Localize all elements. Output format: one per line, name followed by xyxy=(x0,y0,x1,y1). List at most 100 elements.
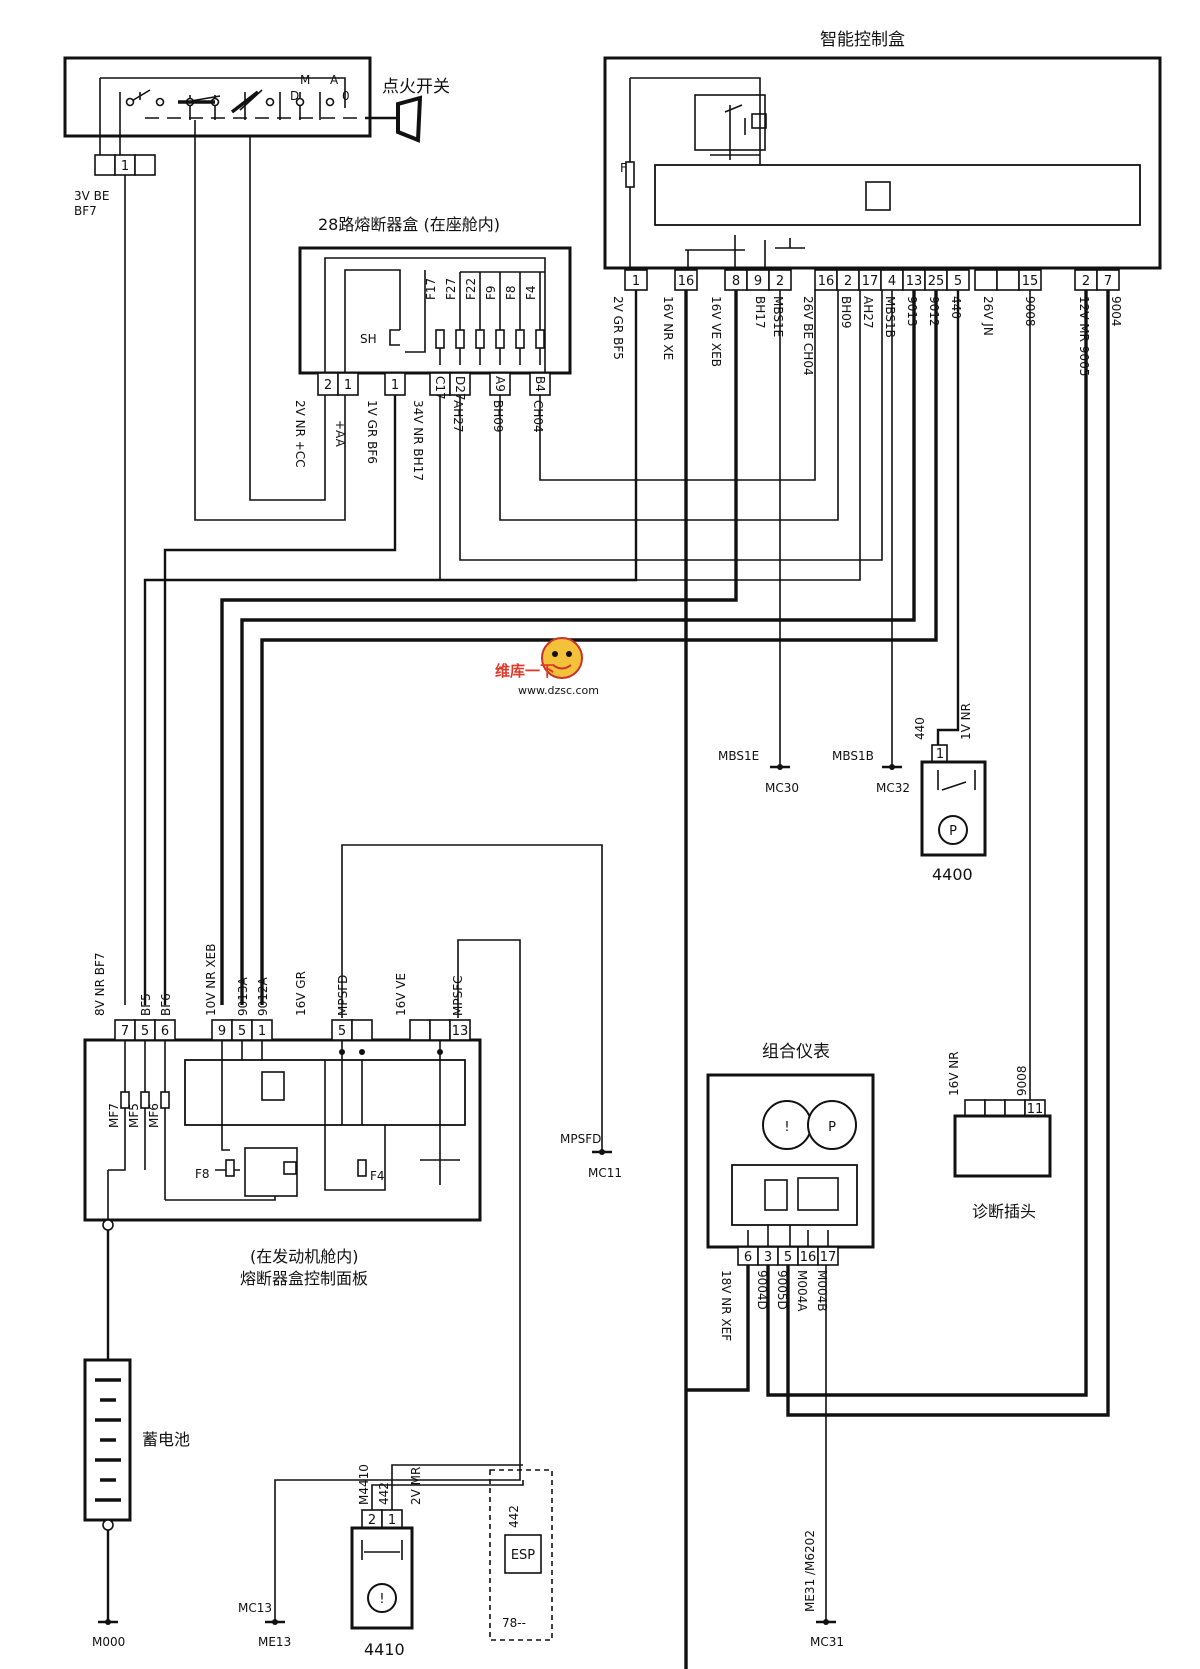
engine-pin-5b: 5 xyxy=(238,1024,246,1039)
engine-fuse-f4: F4 xyxy=(370,1169,385,1183)
wire-xeb: 16V VE XEB xyxy=(709,296,723,367)
smart-pin-15: 15 xyxy=(1022,274,1039,289)
c4410-wire-442: 442 xyxy=(377,1482,391,1505)
smart-pin-2: 2 xyxy=(776,274,784,289)
ground-me31: ME31 /M6202 xyxy=(803,1530,817,1612)
smart-pin-1: 1 xyxy=(632,274,640,289)
watermark-url: www.dzsc.com xyxy=(518,684,599,697)
ground-mbs1e: MBS1E xyxy=(718,749,759,763)
warning-icon: ! xyxy=(784,1120,789,1135)
smart-pin-9: 9 xyxy=(754,274,762,289)
brake-warning-icon: ! xyxy=(379,1592,384,1607)
ignition-switch-title: 点火开关 xyxy=(382,77,450,97)
wire-ch04: 26V BE CH04 xyxy=(801,296,815,376)
fuse28-pin-2: 2 xyxy=(324,378,332,393)
fuse28-pin-a9: A9 xyxy=(493,376,507,392)
ground-mc11: MC11 xyxy=(588,1166,622,1180)
battery xyxy=(83,1358,132,1531)
cluster-wire-labels: 18V NR XEF 9004D 9005D M004A M004B xyxy=(719,1270,829,1341)
engine-wire-labels: 8V NR BF7 BF5 BF6 10V NR XEB 9013A 9012A… xyxy=(93,944,465,1016)
battery-label: 蓄电池 xyxy=(142,1430,190,1449)
parking-brake-icon: P xyxy=(949,824,957,839)
wire-mbs1b: MBS1B xyxy=(883,296,897,338)
engine-pin-7: 7 xyxy=(121,1024,129,1039)
smart-pin-2c: 2 xyxy=(1082,274,1090,289)
smart-pin-4: 4 xyxy=(888,274,896,289)
wire-mbs1e: MBS1E xyxy=(771,296,785,337)
fuse-f8: F8 xyxy=(504,285,518,300)
fuse28-sh-label: SH xyxy=(360,332,377,346)
wire-9004: 9004 xyxy=(1109,296,1123,327)
watermark-text: 维库一下 xyxy=(495,662,555,680)
fuse28-connector: 2 1 1 C17 D27 A9 B4 xyxy=(317,372,551,401)
smart-box-connector: 1 16 8 9 2 16 2 17 4 13 25 5 15 2 7 xyxy=(624,269,1120,291)
wire-m004b: M004B xyxy=(815,1270,829,1312)
ground-mpsfd: MPSFD xyxy=(560,1132,601,1146)
esp-module xyxy=(489,1469,553,1641)
smart-pin-13: 13 xyxy=(906,274,923,289)
wire-8vnr-bf7: 8V NR BF7 xyxy=(93,952,107,1016)
c4400-pin: 1 xyxy=(936,747,944,762)
wire-2vnr-cc: 2V NR +CC xyxy=(293,400,307,468)
c4410-pin-1: 1 xyxy=(388,1513,396,1528)
ignition-switch: M A D 0 xyxy=(63,56,372,138)
fuse-f17: F17 xyxy=(424,278,438,300)
smart-box-title: 智能控制盒 xyxy=(820,30,905,50)
smart-pin-16: 16 xyxy=(678,274,695,289)
cluster-pin-5: 5 xyxy=(784,1250,792,1265)
wire-9013: 9013 xyxy=(905,296,919,327)
ground-m000: M000 xyxy=(92,1635,125,1649)
wire-10vnr-xeb: 10V NR XEB xyxy=(204,944,218,1016)
wire-9005d: 9005D xyxy=(775,1270,789,1310)
esp-wire-442: 442 xyxy=(507,1505,521,1528)
wire-m004a: M004A xyxy=(795,1270,809,1312)
wire-26vjn: 26V JN xyxy=(981,296,995,336)
c4400-wire-440: 440 xyxy=(913,717,927,740)
engine-pin-9: 9 xyxy=(218,1024,226,1039)
smart-pin-5: 5 xyxy=(954,274,962,289)
switch-pos-0: 0 xyxy=(342,89,350,103)
cluster-pin-17: 17 xyxy=(820,1250,837,1265)
wire-9012a: 9012A xyxy=(256,976,270,1016)
ignition-pin-1: 1 xyxy=(121,159,129,174)
wire-harness xyxy=(99,120,1110,1669)
c4400-wire-1vnr: 1V NR xyxy=(959,703,973,740)
cluster-pin-16: 16 xyxy=(800,1250,817,1265)
fuse28-pin-1b: 1 xyxy=(391,378,399,393)
cluster-connector: 6 3 5 16 17 xyxy=(737,1246,839,1266)
c4410-wire-2vmr: 2V MR xyxy=(409,1467,423,1505)
diag-pin-11: 11 xyxy=(1027,1102,1044,1117)
fuse28-pin-d27: D27 xyxy=(453,376,467,401)
wire-9013a: 9013A xyxy=(236,976,250,1016)
engine-pin-5: 5 xyxy=(141,1024,149,1039)
wire-16vgr: 16V GR xyxy=(294,971,308,1016)
bf7-wire-code: BF7 xyxy=(74,204,97,218)
smart-pin-8: 8 xyxy=(732,274,740,289)
cluster-pin-3: 3 xyxy=(764,1250,772,1265)
engine-box-title-2: 熔断器盒控制面板 xyxy=(240,1269,368,1288)
ignition-key-icon xyxy=(365,95,423,143)
smart-pin-25: 25 xyxy=(928,274,945,289)
engine-pin-13: 13 xyxy=(452,1024,469,1039)
wire-ah27: AH27 xyxy=(861,296,875,329)
ground-mbs1b: MBS1B xyxy=(832,749,874,763)
smart-box-fuse-label: F xyxy=(620,161,627,175)
fuse28-pin-b4: B4 xyxy=(533,376,547,392)
smart-pin-7: 7 xyxy=(1104,274,1112,289)
wire-ah27-f: AH27 xyxy=(451,400,465,433)
smart-pin-17: 17 xyxy=(862,274,879,289)
watermark-logo xyxy=(541,637,583,679)
wire-xe: 16V NR XE xyxy=(661,296,675,360)
bf7-wire-label: 3V BE xyxy=(74,189,109,203)
c4410-label: 4410 xyxy=(364,1640,405,1659)
component-4400: P xyxy=(920,744,987,857)
engine-fuse-f8: F8 xyxy=(195,1167,210,1181)
wire-bh17: BH17 xyxy=(753,296,767,329)
fuse28-title: 28路熔断器盒 (在座舱内) xyxy=(318,215,500,234)
wire-9005: 12V MR 9005 xyxy=(1077,296,1091,376)
wire-mpsfc: MPSFC xyxy=(451,976,465,1017)
engine-fuse-connector: 7 5 6 9 5 1 5 13 xyxy=(114,1019,471,1041)
fuse28-pin-c17: C17 xyxy=(433,376,447,400)
fuse28-pin-1: 1 xyxy=(344,378,352,393)
cluster-pin-6: 6 xyxy=(744,1250,752,1265)
